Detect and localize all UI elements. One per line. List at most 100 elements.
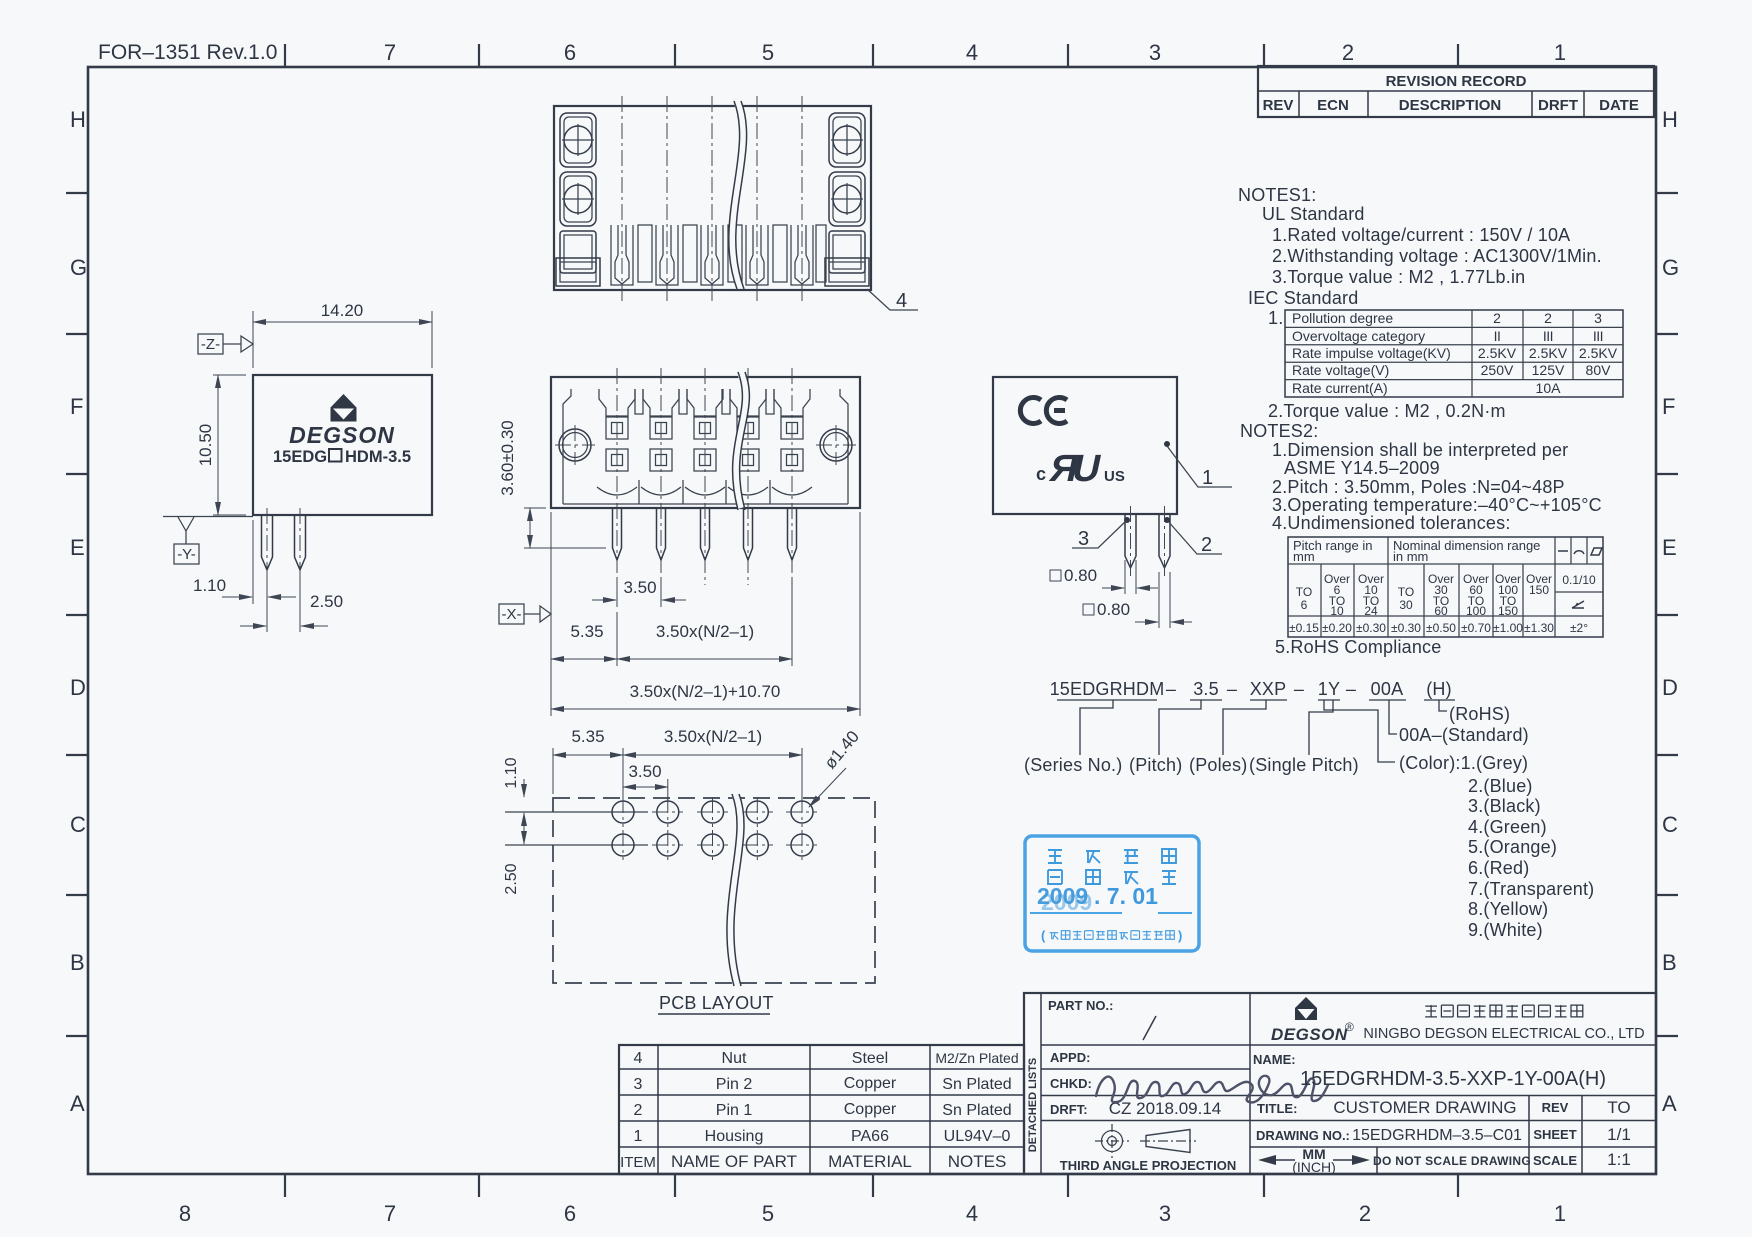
svg-text:5.(Orange): 5.(Orange) xyxy=(1468,837,1557,857)
svg-text:00A–(Standard): 00A–(Standard) xyxy=(1399,725,1529,745)
svg-text:5.35: 5.35 xyxy=(571,727,604,746)
svg-text:Nut: Nut xyxy=(722,1050,747,1067)
svg-text:IEC Standard: IEC Standard xyxy=(1248,288,1358,308)
svg-text:C: C xyxy=(1662,812,1678,837)
svg-text:7: 7 xyxy=(384,40,396,65)
svg-text:Over: Over xyxy=(1463,572,1489,586)
svg-text:2.5KV: 2.5KV xyxy=(1478,345,1517,361)
svg-text:DO NOT SCALE DRAWING: DO NOT SCALE DRAWING xyxy=(1373,1154,1531,1168)
svg-text:NAME OF PART: NAME OF PART xyxy=(671,1152,797,1171)
svg-text:±2°: ±2° xyxy=(1570,621,1588,635)
svg-text:): ) xyxy=(1178,928,1182,943)
svg-text:4: 4 xyxy=(966,40,978,65)
svg-text:2: 2 xyxy=(1201,534,1212,556)
svg-text:F: F xyxy=(1662,394,1675,419)
svg-text:MM: MM xyxy=(1302,1146,1325,1162)
svg-text:3: 3 xyxy=(1078,528,1089,550)
svg-text:1.: 1. xyxy=(1268,308,1283,328)
svg-text:8: 8 xyxy=(179,1201,191,1226)
svg-text:C: C xyxy=(70,812,86,837)
svg-text:DEGSON: DEGSON xyxy=(289,422,395,448)
svg-text:4.(Green): 4.(Green) xyxy=(1468,817,1547,837)
svg-text:±0.15: ±0.15 xyxy=(1289,621,1319,635)
svg-text:3: 3 xyxy=(1149,40,1161,65)
svg-text:3.50x(N/2–1): 3.50x(N/2–1) xyxy=(664,727,762,746)
svg-text:15EDGRHDM: 15EDGRHDM xyxy=(1050,679,1165,699)
svg-text:4: 4 xyxy=(634,1050,643,1067)
svg-text:PART NO.:: PART NO.: xyxy=(1048,998,1113,1013)
svg-text:(Poles): (Poles) xyxy=(1189,755,1247,775)
svg-text:MATERIAL: MATERIAL xyxy=(828,1152,912,1171)
svg-text:TO: TO xyxy=(1433,594,1449,608)
svg-text:II: II xyxy=(1494,328,1501,344)
svg-text:100: 100 xyxy=(1498,583,1518,597)
svg-text:REVISION RECORD: REVISION RECORD xyxy=(1386,73,1527,90)
svg-text:TO: TO xyxy=(1607,1098,1630,1117)
svg-text:UL94V–0: UL94V–0 xyxy=(944,1128,1011,1145)
svg-text:Sn Plated: Sn Plated xyxy=(942,1102,1011,1119)
svg-text:-Z-: -Z- xyxy=(201,336,220,353)
svg-text:60: 60 xyxy=(1434,604,1448,618)
svg-text:±0.30: ±0.30 xyxy=(1391,621,1421,635)
svg-text:DATE: DATE xyxy=(1599,97,1639,114)
svg-text:2.Withstanding voltage : AC130: 2.Withstanding voltage : AC1300V/1Min. xyxy=(1272,246,1602,266)
svg-text:–: – xyxy=(1294,679,1304,699)
svg-text:2009: 2009 xyxy=(1041,889,1092,915)
svg-text:2.Torque value : M2 , 0.2N·m: 2.Torque value : M2 , 0.2N·m xyxy=(1268,401,1506,421)
svg-text:(RoHS): (RoHS) xyxy=(1449,704,1510,724)
svg-text:1: 1 xyxy=(634,1128,643,1145)
svg-text:6: 6 xyxy=(1301,598,1308,612)
svg-text:15EDG: 15EDG xyxy=(273,448,327,466)
svg-text:CZ 2018.09.14: CZ 2018.09.14 xyxy=(1109,1099,1221,1118)
svg-text:5.35: 5.35 xyxy=(570,622,603,641)
svg-text:1: 1 xyxy=(1554,40,1566,65)
svg-text:150: 150 xyxy=(1498,604,1518,618)
svg-text:D: D xyxy=(70,675,86,700)
svg-text:mm: mm xyxy=(1293,549,1315,564)
svg-text:24: 24 xyxy=(1364,604,1378,618)
svg-text:–: – xyxy=(1166,679,1176,699)
svg-text:G: G xyxy=(1662,255,1679,280)
svg-text:DETACHED LISTS: DETACHED LISTS xyxy=(1027,1058,1039,1153)
svg-text:CUSTOMER DRAWING: CUSTOMER DRAWING xyxy=(1333,1098,1516,1117)
svg-text:TO: TO xyxy=(1329,594,1345,608)
svg-text:DEGSON: DEGSON xyxy=(1271,1025,1348,1044)
svg-text:2: 2 xyxy=(1342,40,1354,65)
svg-text:2: 2 xyxy=(1544,310,1552,326)
svg-text:TO: TO xyxy=(1468,594,1484,608)
svg-text:1/1: 1/1 xyxy=(1607,1125,1631,1144)
svg-text:III: III xyxy=(1593,328,1603,344)
svg-text:2.Pitch : 3.50mm, Poles :N=04~: 2.Pitch : 3.50mm, Poles :N=04~48P xyxy=(1272,477,1565,497)
svg-text:F: F xyxy=(70,394,83,419)
svg-text:(: ( xyxy=(1041,928,1046,943)
svg-text:±0.20: ±0.20 xyxy=(1322,621,1352,635)
svg-text:3.50x(N/2–1): 3.50x(N/2–1) xyxy=(656,622,754,641)
svg-text:D: D xyxy=(1662,675,1678,700)
svg-text:TO: TO xyxy=(1296,585,1312,599)
svg-text:NOTES1:: NOTES1: xyxy=(1238,185,1316,205)
svg-text:FOR–1351 Rev.1.0: FOR–1351 Rev.1.0 xyxy=(98,41,277,64)
svg-text:SCALE: SCALE xyxy=(1533,1153,1577,1168)
svg-text:80V: 80V xyxy=(1586,362,1612,378)
svg-text:2009: 2009 xyxy=(1037,883,1088,909)
svg-text:100: 100 xyxy=(1466,604,1486,618)
svg-text:±1.30: ±1.30 xyxy=(1524,621,1554,635)
svg-text:±0.30: ±0.30 xyxy=(1356,621,1386,635)
svg-text:250V: 250V xyxy=(1481,362,1514,378)
svg-text:0.1/10: 0.1/10 xyxy=(1562,573,1596,587)
svg-text:2: 2 xyxy=(1493,310,1501,326)
svg-text:UL Standard: UL Standard xyxy=(1262,204,1365,224)
svg-text:H: H xyxy=(1662,107,1678,132)
svg-text:(Series No.): (Series No.) xyxy=(1024,755,1122,775)
svg-text:ECN: ECN xyxy=(1317,97,1349,114)
svg-text:3.60±0.30: 3.60±0.30 xyxy=(498,420,517,496)
svg-text:. 7. 01: . 7. 01 xyxy=(1094,883,1158,909)
svg-text:30: 30 xyxy=(1434,583,1448,597)
svg-text:1: 1 xyxy=(1554,1201,1566,1226)
svg-text:ø1.40: ø1.40 xyxy=(821,727,864,773)
svg-text:8.(Yellow): 8.(Yellow) xyxy=(1468,899,1548,919)
svg-text:G: G xyxy=(70,255,87,280)
svg-text:3.50: 3.50 xyxy=(628,762,661,781)
svg-text:Rate impulse voltage(KV): Rate impulse voltage(KV) xyxy=(1292,345,1451,361)
svg-text:THIRD ANGLE PROJECTION: THIRD ANGLE PROJECTION xyxy=(1060,1158,1236,1173)
